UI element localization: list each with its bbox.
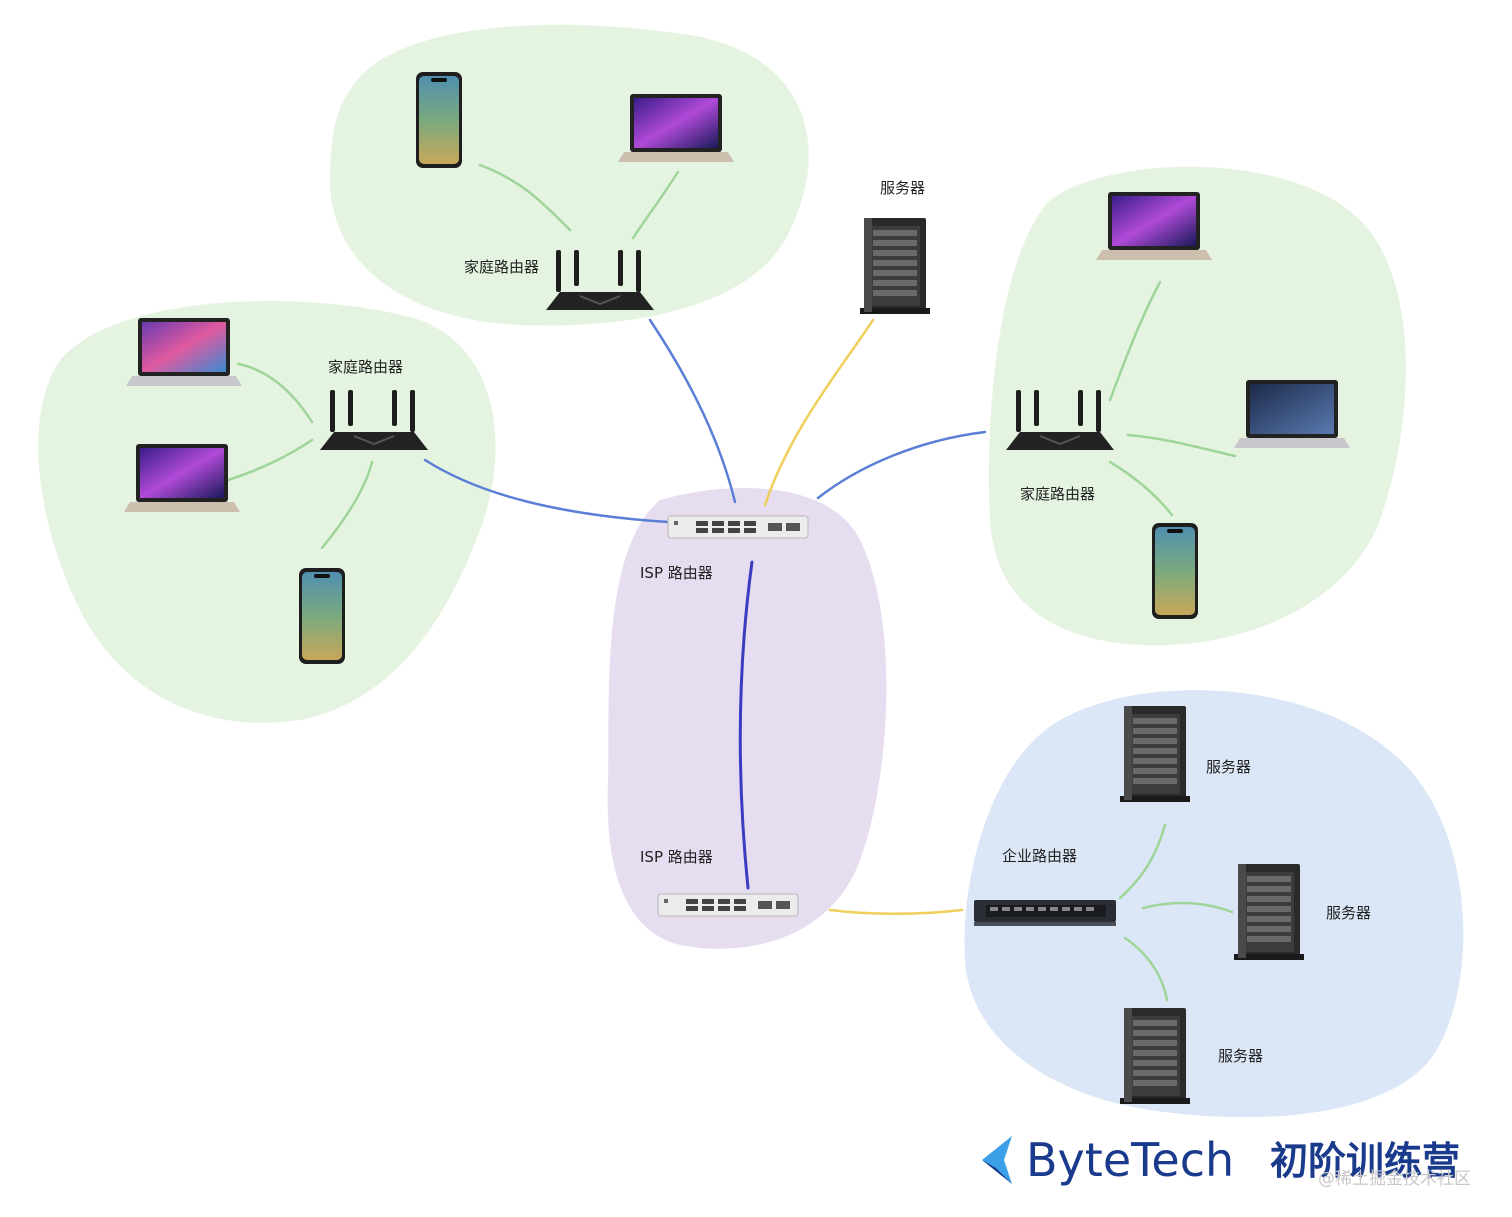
server-icon bbox=[1120, 706, 1190, 802]
brand-name: ByteTech bbox=[1026, 1133, 1234, 1187]
phone-icon bbox=[416, 72, 462, 168]
server-icon bbox=[860, 218, 930, 314]
home-network-zone-right bbox=[988, 166, 1406, 646]
isp-network-zone bbox=[607, 488, 887, 949]
laptop-icon bbox=[1096, 192, 1212, 260]
link-phone-to-left-router bbox=[320, 460, 374, 550]
laptop-icon bbox=[1234, 380, 1350, 448]
isp-router-icon bbox=[657, 893, 799, 917]
phone-icon bbox=[1152, 523, 1198, 619]
laptop-icon bbox=[126, 318, 242, 386]
server-label: 服务器 bbox=[1326, 904, 1371, 922]
server-label: 服务器 bbox=[880, 179, 925, 197]
link-server1-to-enterprise bbox=[1118, 823, 1167, 900]
home-network-zone-top bbox=[330, 24, 809, 326]
enterprise-router-label: 企业路由器 bbox=[1002, 847, 1077, 865]
link-top-router-to-isp bbox=[648, 318, 737, 504]
link-isp-core bbox=[738, 560, 754, 890]
server-label: 服务器 bbox=[1218, 1047, 1263, 1065]
link-laptop2-to-right-router bbox=[1126, 433, 1237, 458]
home-router-label: 家庭路由器 bbox=[464, 258, 539, 276]
isp-router-label: ISP 路由器 bbox=[640, 564, 713, 582]
link-laptop2-to-left-router bbox=[226, 438, 314, 482]
home-router-label: 家庭路由器 bbox=[328, 358, 403, 376]
link-server-to-isp bbox=[763, 318, 875, 507]
home-router-label: 家庭路由器 bbox=[1020, 485, 1095, 503]
server-icon bbox=[1120, 1008, 1190, 1104]
link-phone-to-top-router bbox=[478, 163, 572, 232]
switch-icon bbox=[974, 900, 1116, 926]
link-laptop1-to-right-router bbox=[1108, 280, 1162, 402]
home-network-zone-left bbox=[38, 300, 496, 723]
link-laptop1-to-left-router bbox=[236, 362, 314, 424]
server-label: 服务器 bbox=[1206, 758, 1251, 776]
link-isp-to-enterprise bbox=[828, 908, 964, 915]
bytetech-logo-icon bbox=[982, 1136, 1012, 1184]
laptop-icon bbox=[124, 444, 240, 512]
enterprise-network-zone bbox=[964, 690, 1464, 1118]
brand-program: 初阶训练营 bbox=[1270, 1139, 1460, 1183]
watermark: @稀土掘金技术社区 bbox=[1318, 1169, 1471, 1189]
link-server2-to-enterprise bbox=[1141, 901, 1234, 914]
isp-router-icon bbox=[667, 515, 809, 539]
isp-router-label: ISP 路由器 bbox=[640, 848, 713, 866]
link-server3-to-enterprise bbox=[1123, 936, 1169, 1002]
link-right-router-to-isp bbox=[816, 430, 987, 500]
link-phone-to-right-router bbox=[1108, 460, 1174, 517]
laptop-icon bbox=[618, 94, 734, 162]
link-left-router-to-isp bbox=[423, 458, 670, 524]
phone-icon bbox=[299, 568, 345, 664]
server-icon bbox=[1234, 864, 1304, 960]
link-laptop-to-top-router bbox=[631, 170, 680, 240]
links bbox=[226, 163, 1237, 1002]
